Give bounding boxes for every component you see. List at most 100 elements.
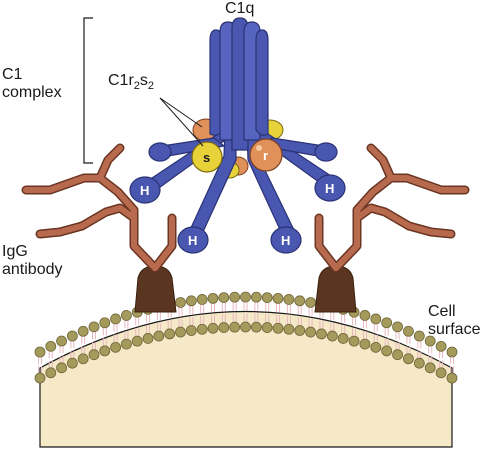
lipid-head: [66, 330, 78, 342]
lipid-head: [337, 333, 349, 344]
lipid-head: [446, 372, 458, 384]
head-label-left: H: [140, 183, 149, 198]
lipid-head: [250, 321, 262, 333]
lipid-head: [359, 338, 371, 350]
lipid-head: [131, 335, 143, 347]
lipid-head: [56, 362, 67, 374]
right-igg-antibody: [314, 143, 470, 273]
c1q-head-left: [129, 176, 161, 204]
lipid-head: [413, 357, 425, 369]
lipid-head: [196, 323, 208, 335]
c1q-label: C1q: [225, 0, 255, 17]
lipid-head: [45, 367, 57, 379]
c1r2s2-label: C1r2s2: [108, 72, 154, 95]
lipid-head: [424, 362, 436, 374]
cell-surface-label: Cell surface: [428, 303, 480, 339]
lipid-head: [229, 321, 241, 333]
lipid-head: [185, 325, 197, 336]
c1-complex-label-line1: C1: [2, 66, 23, 83]
c1q-head-side-right: [314, 142, 338, 162]
lipid-head: [99, 345, 111, 357]
lipid-head: [424, 335, 436, 347]
lipid-head: [326, 330, 338, 342]
lipid-head: [240, 291, 251, 303]
lipid-head: [88, 321, 100, 333]
c1q-head-right: [314, 174, 346, 202]
lipid-head: [305, 297, 317, 308]
lipid-head: [121, 338, 132, 350]
lipid-head: [218, 292, 230, 304]
c1q-head-lower-left: [177, 226, 209, 254]
lipid-head: [446, 346, 458, 358]
left-membrane-anchor: [134, 265, 177, 313]
lipid-head: [56, 335, 67, 347]
r-label: r: [263, 148, 268, 163]
lipid-head: [359, 310, 371, 321]
head-label-right: H: [325, 181, 334, 196]
lipid-head: [250, 291, 262, 303]
cell-surface-label-line1: Cell: [428, 303, 456, 320]
lipid-head: [196, 294, 208, 305]
lipid-head: [121, 310, 132, 321]
c1r2s2-sub2: 2: [147, 80, 155, 93]
lipid-head: [294, 325, 306, 336]
lipid-head: [34, 346, 46, 358]
lipid-head: [392, 349, 403, 361]
lipid-head: [164, 328, 176, 340]
lipid-head: [435, 340, 447, 352]
c1-complex-label: C1 complex: [2, 66, 62, 102]
lipid-head: [272, 292, 284, 304]
lipid-head: [435, 367, 447, 379]
lipid-head: [381, 317, 393, 329]
lipid-head: [77, 353, 89, 365]
lipid-head: [207, 292, 219, 304]
left-igg-antibody: [21, 143, 177, 273]
lipid-head: [348, 335, 360, 347]
c1r2s2-base1: C1r: [108, 72, 134, 89]
cell-surface-label-line2: surface: [428, 321, 481, 338]
lipid-head: [110, 313, 121, 325]
lipid-head: [99, 317, 111, 329]
lipid-head: [153, 330, 165, 342]
igg-antibody-label-line1: IgG: [2, 243, 28, 260]
lipid-head: [175, 297, 186, 308]
lipid-head: [45, 340, 57, 352]
head-label-lower-right: H: [281, 233, 290, 248]
lipid-head: [207, 322, 219, 334]
s-label: s: [203, 150, 210, 165]
lipid-head: [34, 372, 46, 384]
c1q-heads: H H H H: [129, 142, 346, 254]
lipid-head: [261, 322, 273, 333]
lipid-head: [294, 295, 306, 307]
lipid-head: [142, 333, 154, 344]
lipid-head: [413, 330, 425, 342]
c1q-head-side-left: [148, 142, 172, 162]
c1q-head-lower-right: [270, 226, 302, 254]
lipid-head: [381, 345, 393, 357]
lipid-head: [218, 322, 230, 333]
igg-antibody-label: IgG antibody: [2, 243, 63, 279]
c1q-stalk-strand-5: [255, 29, 269, 136]
right-membrane-anchor: [314, 265, 357, 313]
igg-antibody-label-line2: antibody: [2, 261, 63, 278]
lipid-head: [316, 328, 327, 340]
head-label-lower-left: H: [188, 233, 197, 248]
c1r2s2-leader-lines: [159, 97, 204, 147]
c1-complex-label-line2: complex: [2, 84, 62, 101]
lipid-head: [272, 322, 284, 334]
cell-membrane: [34, 291, 458, 384]
c1-complex-bracket: [83, 17, 93, 164]
lipid-head: [240, 321, 251, 333]
c1q-molecule: [145, 17, 341, 235]
lipid-head: [403, 353, 414, 365]
lipid-head: [77, 325, 89, 337]
lipid-head: [88, 349, 100, 361]
c1r2s2-front: s r: [191, 138, 283, 173]
lipid-head: [370, 313, 382, 325]
lipid-head: [185, 295, 197, 307]
lipid-head: [392, 321, 403, 333]
c1s-protease: [191, 141, 223, 173]
c1r-highlight: [256, 145, 262, 151]
